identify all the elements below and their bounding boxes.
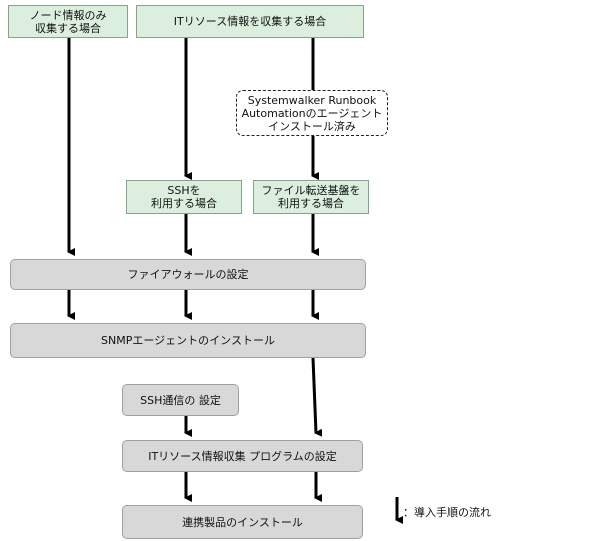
step-ssh-comm-label: SSH通信の 設定 [140, 393, 221, 407]
condition-ssh-use: SSHを 利用する場合 [126, 180, 242, 214]
start-node-only-label: ノード情報のみ 収集する場合 [29, 8, 107, 35]
start-it-resource: ITリソース情報を収集する場合 [136, 5, 364, 38]
arrow-snmp-to-it-program [311, 357, 323, 437]
start-it-resource-label: ITリソース情報を収集する場合 [173, 15, 327, 28]
runbook-installed-label: Systemwalker Runbook Automationのエージェント イ… [241, 93, 383, 133]
step-firewall: ファイアウォールの設定 [10, 259, 366, 290]
step-firewall-label: ファイアウォールの設定 [127, 268, 249, 281]
step-snmp-label: SNMPエージェントのインストール [101, 334, 275, 347]
condition-file-transfer-use: ファイル転送基盤を 利用する場合 [253, 180, 369, 214]
ssh-use-label: SSHを 利用する場合 [151, 184, 217, 210]
step-linked-install: 連携製品のインストール [122, 505, 363, 539]
runbook-installed-condition: Systemwalker Runbook Automationのエージェント イ… [236, 90, 388, 136]
step-ssh-comm: SSH通信の 設定 [122, 384, 239, 416]
step-snmp: SNMPエージェントのインストール [10, 323, 366, 358]
step-it-program: ITリソース情報収集 プログラムの設定 [122, 440, 363, 472]
start-node-only: ノード情報のみ 収集する場合 [8, 5, 128, 38]
step-it-program-label: ITリソース情報収集 プログラムの設定 [148, 449, 337, 463]
legend-label: ：導入手順の流れ [403, 506, 491, 519]
file-transfer-use-label: ファイル転送基盤を 利用する場合 [261, 184, 361, 210]
step-linked-install-label: 連携製品のインストール [182, 515, 303, 529]
